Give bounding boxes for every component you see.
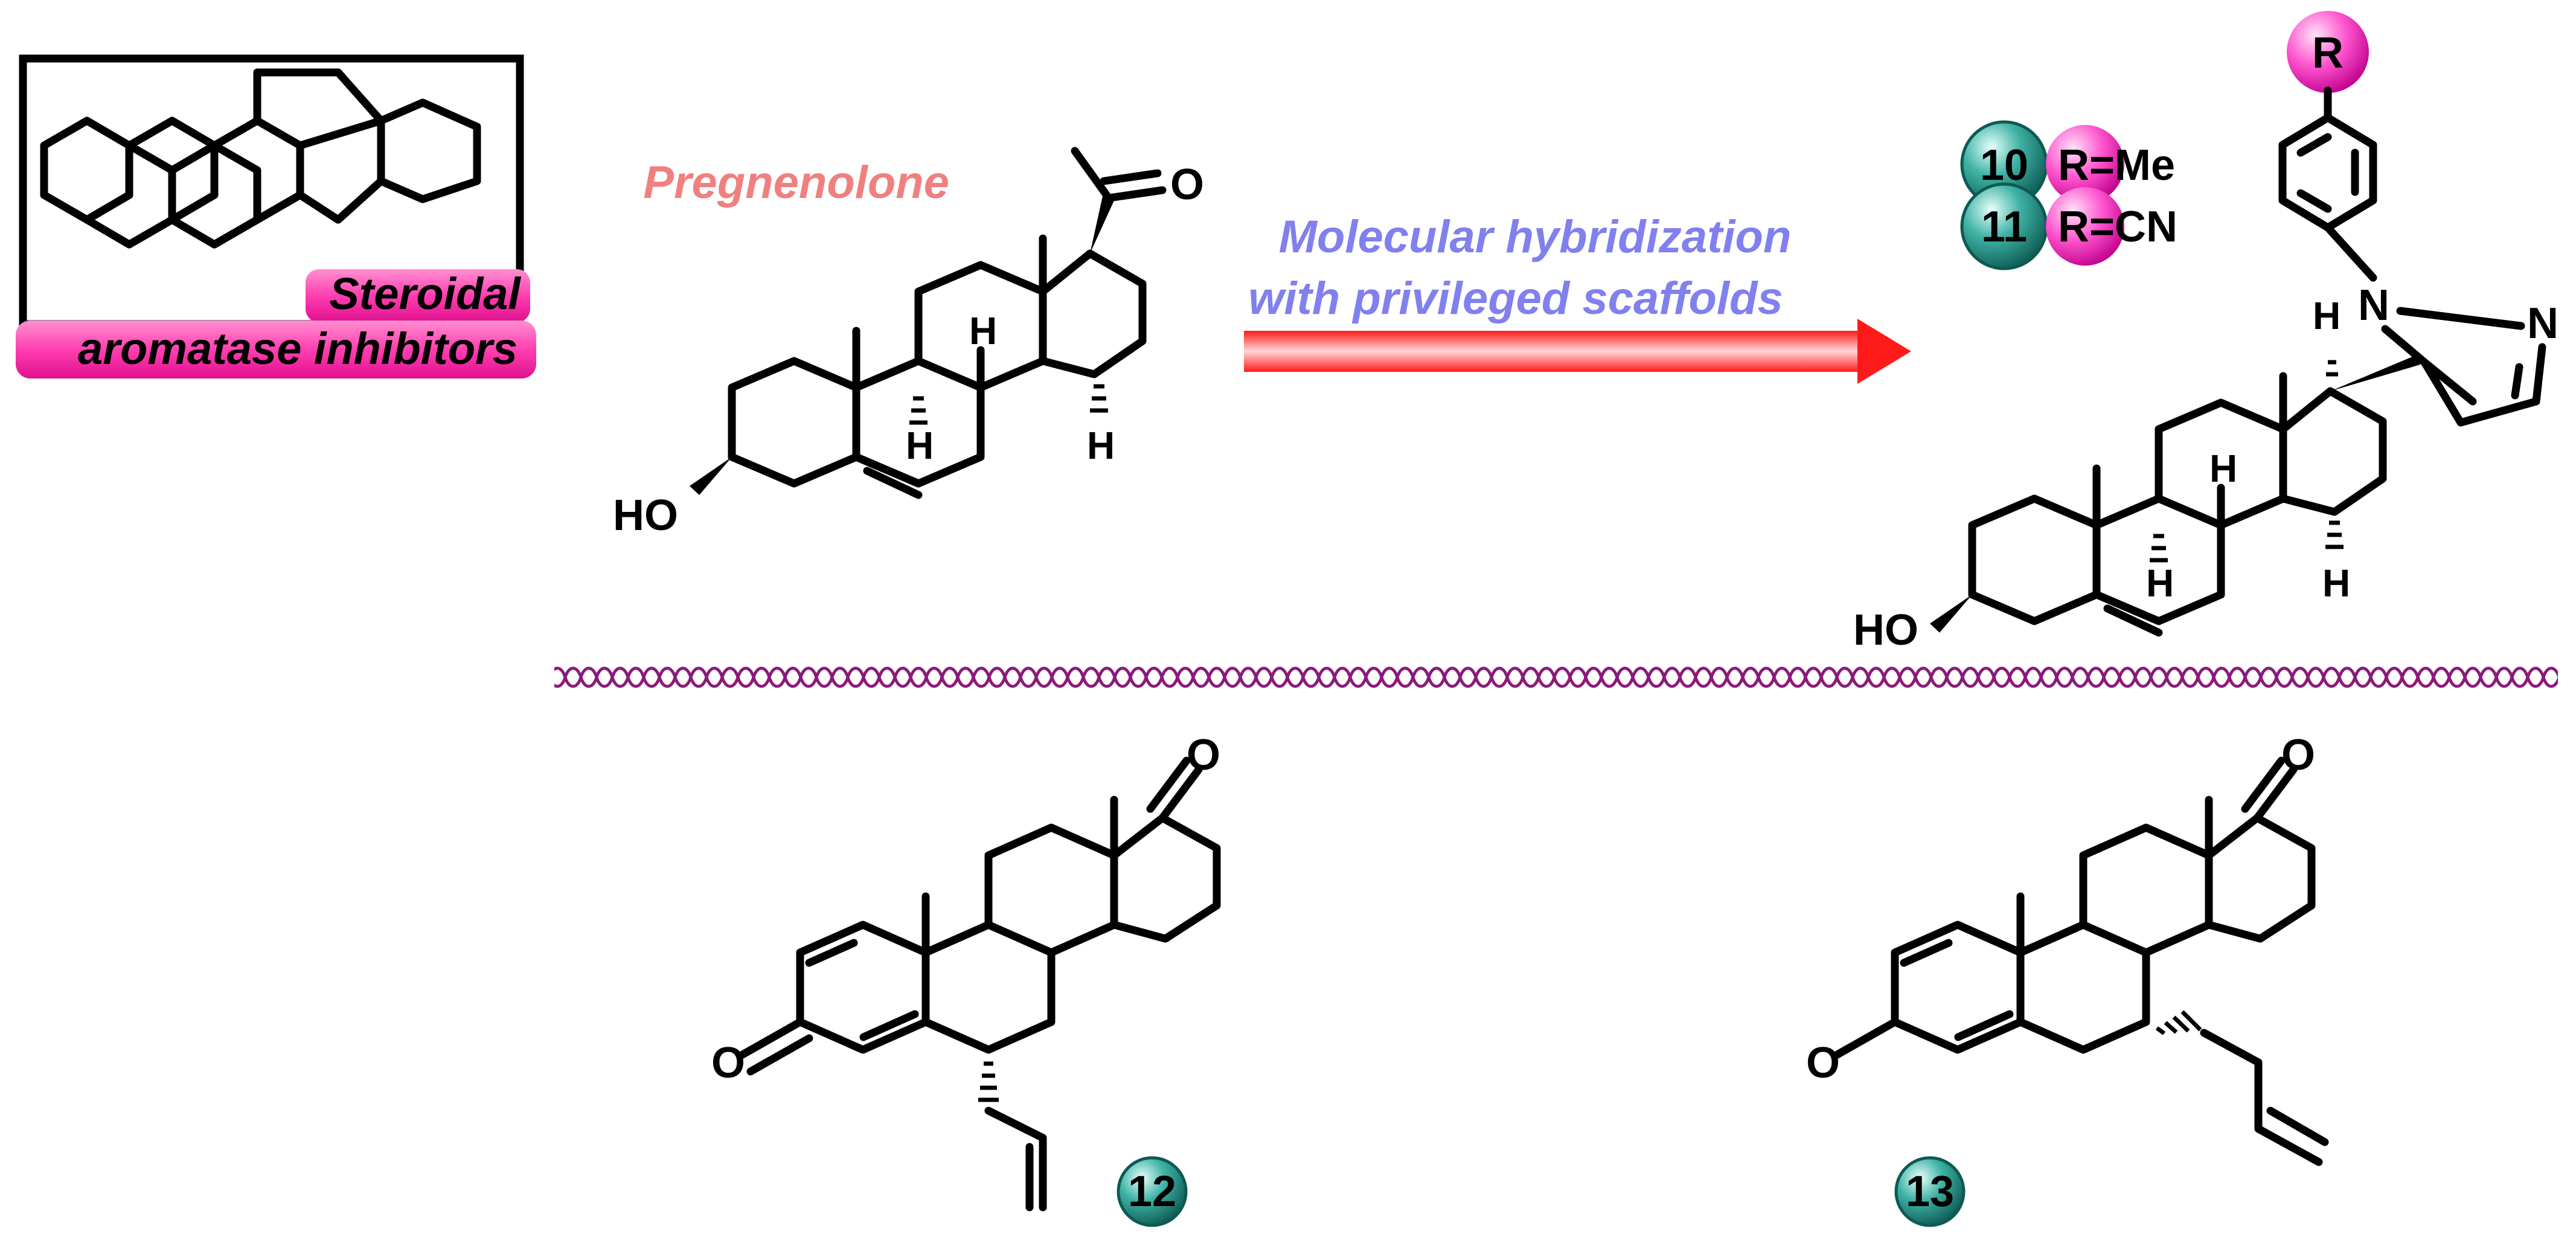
compound-13-number: 13 bbox=[1906, 1167, 1954, 1216]
product-n1: N bbox=[2358, 281, 2389, 330]
pregnenolone-label: Pregnenolone bbox=[643, 157, 949, 208]
pregnenolone-hydroxyl: HO bbox=[613, 491, 678, 540]
hybridization-line2: with privileged scaffolds bbox=[1248, 273, 1783, 324]
compound-13-ketone-oxygen-b: O bbox=[2281, 731, 2315, 779]
product-r-group: R bbox=[2312, 29, 2344, 77]
compound-13-structure: O O 13 bbox=[1806, 731, 2329, 1227]
compound-11-number: 11 bbox=[1981, 203, 2027, 251]
pregnenolone-ketone-oxygen: O bbox=[1170, 161, 1204, 209]
reaction-arrow bbox=[1244, 319, 1911, 384]
wavy-divider bbox=[554, 665, 2558, 692]
compound-10-number: 10 bbox=[1980, 141, 2028, 190]
steroidal-label: Steroidal bbox=[329, 269, 521, 319]
pregnenolone-h14: H bbox=[1087, 424, 1115, 467]
compound-10-11-legend: 10 11 R=Me R=CN bbox=[1960, 120, 2177, 270]
compound-13-ketone-oxygen-a: O bbox=[1806, 1039, 1840, 1087]
hybrid-product-structure: R N N H HO H bbox=[1853, 11, 2558, 654]
pregnenolone-h9: H bbox=[906, 424, 934, 467]
aromatase-inhibitors-label: aromatase inhibitors bbox=[78, 324, 517, 374]
pregnenolone-h8: H bbox=[969, 309, 997, 353]
compound-12-structure: O O 12 bbox=[711, 731, 1221, 1227]
compound-10-substituent: R=Me bbox=[2058, 141, 2175, 190]
product-hydroxyl: HO bbox=[1853, 606, 1918, 654]
compound-12-ketone-oxygen-a: O bbox=[711, 1039, 745, 1087]
compound-11-substituent: R=CN bbox=[2058, 203, 2177, 251]
compound-12-number: 12 bbox=[1128, 1167, 1176, 1216]
product-h8: H bbox=[2209, 447, 2237, 490]
pregnenolone-structure: O HO H H H bbox=[613, 147, 1204, 540]
product-h14: H bbox=[2322, 561, 2350, 605]
product-h9: H bbox=[2146, 561, 2174, 605]
compound-12-ketone-oxygen-b: O bbox=[1187, 731, 1220, 779]
steroid-scaffold-box: Steroidal aromatase inhibitors bbox=[16, 54, 536, 378]
hybridization-line1: Molecular hybridization bbox=[1279, 211, 1792, 263]
product-h17: H bbox=[2313, 294, 2341, 337]
product-n2: N bbox=[2527, 299, 2558, 348]
